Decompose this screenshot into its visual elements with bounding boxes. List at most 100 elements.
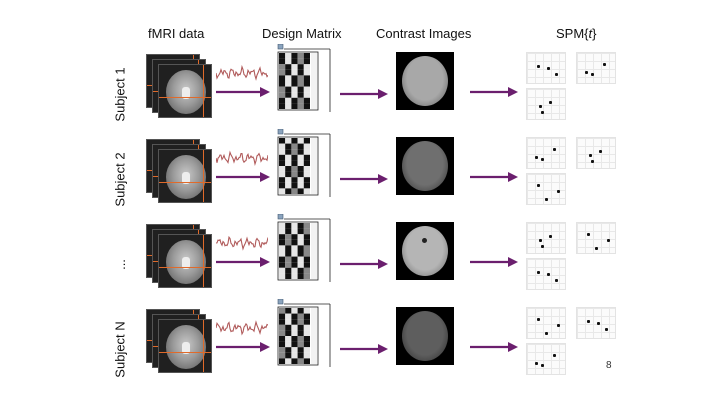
spm-glass-brain — [526, 137, 566, 169]
dm-cell — [285, 188, 292, 194]
dm-cell — [303, 223, 310, 229]
dm-cell — [291, 267, 298, 274]
orange-crosshair-horizontal — [159, 267, 211, 268]
spm-blob — [557, 324, 560, 327]
dm-cell — [291, 336, 298, 342]
dm-cell — [291, 166, 298, 172]
dm-cell — [297, 245, 304, 251]
dm-cell — [285, 313, 292, 320]
dm-cell — [285, 171, 292, 178]
dm-cell — [291, 143, 298, 150]
ventricle — [182, 257, 190, 269]
fmri-volume-stack — [146, 54, 218, 120]
dm-cell — [285, 81, 292, 87]
dm-cell — [303, 262, 310, 268]
dm-cell — [291, 160, 298, 166]
orange-crosshair-vertical — [203, 150, 204, 202]
dm-cell — [279, 352, 286, 359]
dm-cell — [285, 267, 292, 274]
dm-cell — [297, 64, 304, 70]
arrow-head — [260, 172, 270, 182]
spm-blob — [545, 198, 548, 201]
dm-cell — [291, 154, 298, 161]
spm-blob — [555, 73, 558, 76]
dm-cell — [279, 58, 286, 65]
spm-blob — [591, 160, 594, 163]
spm-blob — [603, 63, 606, 66]
ventricle — [182, 172, 190, 184]
dm-marker — [277, 299, 284, 305]
dm-cell — [303, 81, 310, 87]
spm-grid — [527, 223, 565, 253]
orange-crosshair-horizontal — [159, 352, 211, 353]
fmri-volume-stack — [146, 224, 218, 290]
dm-cell — [279, 177, 286, 183]
dm-cell — [291, 182, 298, 189]
dm-cell — [297, 324, 304, 331]
dm-cell — [279, 64, 286, 70]
row-label-text: Subject 2 — [112, 151, 128, 207]
dm-cell — [297, 75, 304, 81]
spm-glass-brain — [576, 137, 616, 169]
orange-crosshair-horizontal — [159, 182, 211, 183]
dm-cell — [297, 347, 304, 353]
arrow-head — [378, 259, 388, 269]
dm-cell — [285, 256, 292, 263]
fmri-slice — [158, 319, 212, 373]
spm-blob — [607, 239, 610, 242]
dm-cell — [285, 58, 292, 65]
dm-marker — [277, 129, 284, 135]
bold-timeseries — [216, 64, 268, 81]
dm-cell — [303, 138, 310, 144]
dm-cell — [297, 239, 304, 246]
arrow-head — [508, 342, 518, 352]
spm-blob — [553, 148, 556, 151]
dm-cell — [279, 75, 286, 81]
waveform-line — [216, 150, 268, 166]
dm-cell — [279, 86, 286, 93]
dm-cell — [291, 319, 298, 325]
dm-constant-column — [311, 308, 317, 364]
dm-cell — [297, 160, 304, 166]
row-label: Subject 1 — [100, 50, 140, 138]
dm-cell — [285, 319, 292, 325]
dm-cell — [291, 273, 298, 279]
dm-cell — [291, 341, 298, 348]
spm-blob — [541, 158, 544, 161]
fmri-slice — [158, 149, 212, 203]
spm-blob — [599, 150, 602, 153]
dm-cell — [297, 97, 304, 104]
spm-blob — [537, 184, 540, 187]
spm-blob — [545, 332, 548, 335]
dm-cell — [285, 138, 292, 144]
dm-cell — [291, 149, 298, 155]
dm-cell — [285, 347, 292, 353]
dm-cell — [291, 75, 298, 81]
arrow — [470, 342, 518, 352]
dm-cell — [279, 182, 286, 189]
arrow-head — [260, 87, 270, 97]
spm-blob — [555, 279, 558, 282]
spm-blob — [549, 101, 552, 104]
dm-cell — [297, 103, 304, 109]
spm-grid — [527, 259, 565, 289]
spm-blob — [589, 154, 592, 157]
contrast-brain — [402, 226, 448, 276]
dm-cell — [291, 86, 298, 93]
spm-glass-brain — [526, 258, 566, 290]
dm-cell — [285, 160, 292, 166]
header-contrast-images: Contrast Images — [376, 26, 472, 41]
dm-cell — [297, 81, 304, 87]
bold-timeseries — [216, 150, 268, 166]
dm-cell — [279, 154, 286, 161]
dm-cell — [303, 75, 310, 81]
dm-cell — [297, 138, 304, 144]
dm-cell — [285, 330, 292, 336]
arrow — [340, 344, 388, 354]
arrow-head — [508, 172, 518, 182]
dm-cell — [279, 138, 286, 144]
dm-cell — [303, 97, 310, 104]
row-label-text: Subject 1 — [112, 66, 128, 122]
dm-cell — [279, 245, 286, 251]
spm-grid — [527, 344, 565, 374]
